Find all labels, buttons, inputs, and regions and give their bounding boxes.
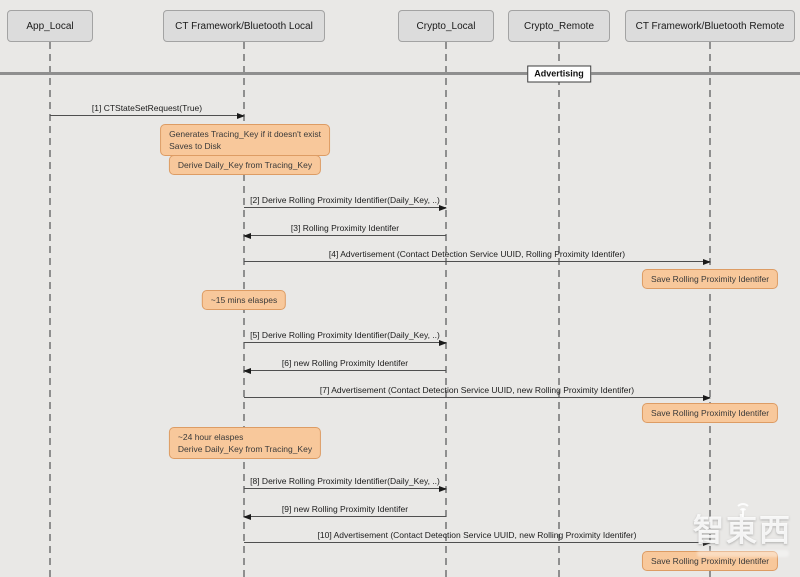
arrowhead-icon <box>243 233 251 239</box>
participant-label: App_Local <box>26 20 74 32</box>
participant-ct-framework-bluetooth-remote: CT Framework/Bluetooth Remote <box>625 10 795 42</box>
message-4: [4] Advertisement (Contact Detection Ser… <box>244 248 711 265</box>
arrowhead-icon <box>703 540 711 546</box>
message-label: [2] Derive Rolling Proximity Identifier(… <box>250 195 440 205</box>
message-line <box>244 261 710 262</box>
participant-label: CT Framework/Bluetooth Remote <box>635 20 785 32</box>
message-label: [1] CTStateSetRequest(True) <box>91 103 203 113</box>
arrowhead-icon <box>439 340 447 346</box>
message-line <box>244 488 446 489</box>
note-line: ~24 hour elaspes <box>177 432 244 442</box>
message-line <box>244 397 710 398</box>
note-2: Derive Daily_Key from Tracing_Key <box>168 155 322 175</box>
note-7: Save Rolling Proximity Identifer <box>641 551 779 571</box>
lifeline-crypto-remote <box>558 42 560 577</box>
message-label: [9] new Rolling Proximity Identifer <box>281 504 409 514</box>
message-line <box>244 516 446 517</box>
message-label: [4] Advertisement (Contact Detection Ser… <box>328 249 626 259</box>
message-10: [10] Advertisement (Contact Detection Se… <box>244 529 711 546</box>
advertising-divider-line <box>0 72 800 75</box>
arrowhead-icon <box>243 514 251 520</box>
note-line: Save Rolling Proximity Identifer <box>650 274 770 284</box>
participant-app-local: App_Local <box>7 10 93 42</box>
participant-label: Crypto_Local <box>416 20 476 32</box>
note-3: Save Rolling Proximity Identifer <box>641 269 779 289</box>
message-line <box>244 235 446 236</box>
message-9: [9] new Rolling Proximity Identifer <box>243 503 446 520</box>
note-line: Derive Daily_Key from Tracing_Key <box>177 160 313 170</box>
arrowhead-icon <box>439 486 447 492</box>
message-label: [6] new Rolling Proximity Identifer <box>281 358 409 368</box>
message-8: [8] Derive Rolling Proximity Identifier(… <box>244 475 447 492</box>
message-label: [10] Advertisement (Contact Detection Se… <box>317 530 637 540</box>
message-label: [8] Derive Rolling Proximity Identifier(… <box>250 476 440 486</box>
message-line <box>244 207 446 208</box>
participant-label: CT Framework/Bluetooth Local <box>175 20 313 32</box>
note-1: Generates Tracing_Key if it doesn't exis… <box>160 124 330 156</box>
message-line <box>244 342 446 343</box>
message-5: [5] Derive Rolling Proximity Identifier(… <box>244 329 447 346</box>
arrowhead-icon <box>703 395 711 401</box>
lifeline-crypto-local <box>445 42 447 577</box>
message-label: [7] Advertisement (Contact Detection Ser… <box>319 385 635 395</box>
message-label: [3] Rolling Proximity Identifer <box>290 223 400 233</box>
message-7: [7] Advertisement (Contact Detection Ser… <box>244 384 711 401</box>
arrowhead-icon <box>243 368 251 374</box>
lifeline-app-local <box>49 42 51 577</box>
watermark-subtext <box>696 550 789 557</box>
participant-ct-framework-bluetooth-local: CT Framework/Bluetooth Local <box>163 10 325 42</box>
note-line: ~15 mins elaspes <box>210 295 278 305</box>
message-line <box>50 115 244 116</box>
note-line: Save Rolling Proximity Identifer <box>650 556 770 566</box>
participant-label: Crypto_Remote <box>523 20 595 32</box>
participant-crypto-remote: Crypto_Remote <box>508 10 610 42</box>
message-6: [6] new Rolling Proximity Identifer <box>243 357 446 374</box>
message-line <box>244 370 446 371</box>
arrowhead-icon <box>439 205 447 211</box>
message-3: [3] Rolling Proximity Identifer <box>243 222 446 239</box>
message-line <box>244 542 710 543</box>
participant-crypto-local: Crypto_Local <box>398 10 494 42</box>
message-label: [5] Derive Rolling Proximity Identifier(… <box>250 330 440 340</box>
note-4: ~15 mins elaspes <box>201 290 287 310</box>
watermark: 智東西 <box>693 503 792 557</box>
note-line: Save Rolling Proximity Identifer <box>650 408 770 418</box>
watermark-text: 智東西 <box>693 513 792 549</box>
advertising-divider-label: Advertising <box>527 65 591 83</box>
antenna-icon <box>734 503 751 517</box>
message-2: [2] Derive Rolling Proximity Identifier(… <box>244 194 447 211</box>
arrowhead-icon <box>703 259 711 265</box>
lifeline-ct-framework-bluetooth-remote <box>709 42 711 577</box>
note-5: Save Rolling Proximity Identifer <box>641 403 779 423</box>
note-line: Generates Tracing_Key if it doesn't exis… <box>169 129 321 139</box>
note-line: Derive Daily_Key from Tracing_Key <box>177 444 313 454</box>
arrowhead-icon <box>237 113 245 119</box>
message-1: [1] CTStateSetRequest(True) <box>50 102 245 119</box>
note-line: Saves to Disk <box>169 141 222 151</box>
